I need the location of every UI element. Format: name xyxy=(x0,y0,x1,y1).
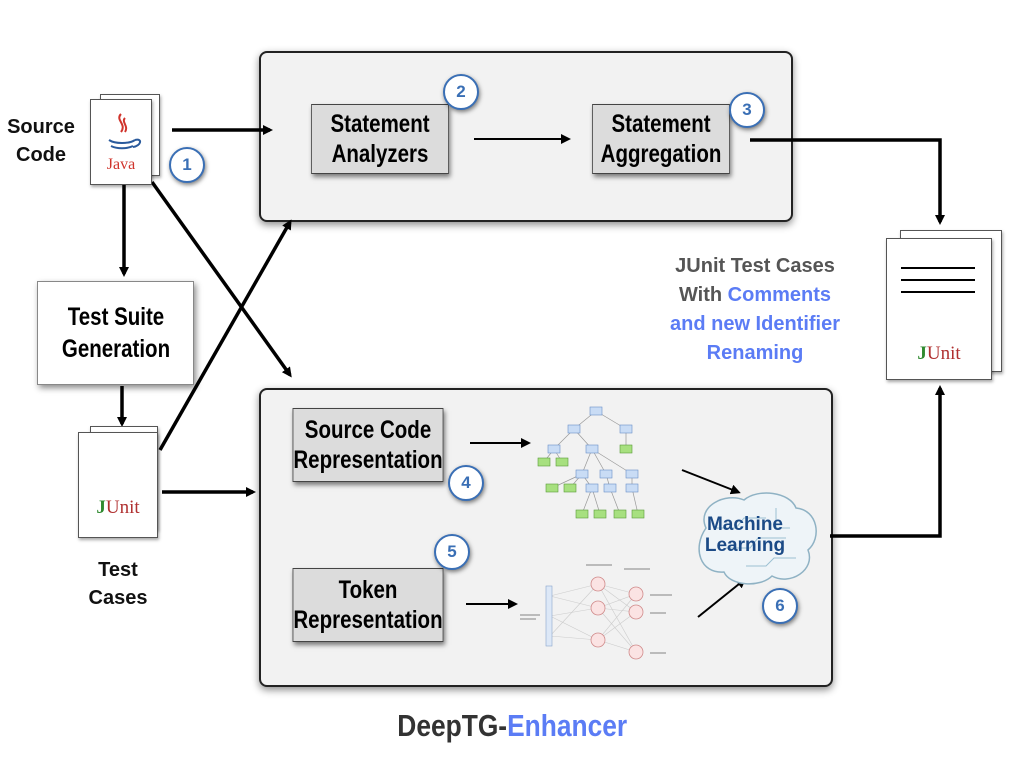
statement-analyzers-box: Statement Analyzers xyxy=(311,104,449,174)
step-badge-3: 3 xyxy=(729,92,765,128)
statement-aggregation-box: Statement Aggregation xyxy=(592,104,730,174)
arrow-testcases-to-analyzers xyxy=(158,219,292,451)
step-badge-2: 2 xyxy=(443,74,479,110)
text-lines-icon xyxy=(901,267,975,293)
arrow-source-to-representation xyxy=(150,180,292,378)
java-icon xyxy=(108,113,141,150)
machine-learning-label: Machine Learning xyxy=(704,514,786,556)
arrow-aggregation-to-output xyxy=(750,138,945,225)
identifier-renaming-highlight: and new Identifier xyxy=(669,313,841,335)
output-description: JUnit Test Cases With Comments and new I… xyxy=(640,252,870,368)
output-file-page: JUnit xyxy=(886,238,992,380)
java-icon-text: Java xyxy=(106,156,136,173)
arrow-tree-to-ml xyxy=(681,469,741,495)
step-badge-5: 5 xyxy=(434,534,470,570)
test-cases-label: Test Cases xyxy=(88,559,148,609)
source-code-label: Source Code xyxy=(7,116,75,166)
junit-icon: JUnit xyxy=(96,497,140,518)
step-badge-4: 4 xyxy=(448,465,484,501)
junit-output-icon: JUnit xyxy=(917,343,961,364)
neural-network-thumbnail xyxy=(520,564,672,660)
brain-icon xyxy=(698,492,817,585)
source-file-page: Java xyxy=(90,99,152,185)
syntax-tree-thumbnail xyxy=(537,406,645,519)
step-badge-6: 6 xyxy=(762,588,798,624)
arrow-nn-to-ml xyxy=(697,578,747,618)
token-representation-box: Token Representation xyxy=(292,568,444,642)
comments-highlight: Comments xyxy=(727,284,832,306)
diagram-title: DeepTG-Enhancer xyxy=(397,708,627,743)
arrow-ml-to-output xyxy=(830,385,945,538)
test-file-page: JUnit xyxy=(78,432,158,538)
test-suite-generation-box: Test Suite Generation xyxy=(37,281,194,385)
source-code-representation-box: Source Code Representation xyxy=(292,408,444,482)
step-badge-1: 1 xyxy=(169,147,205,183)
